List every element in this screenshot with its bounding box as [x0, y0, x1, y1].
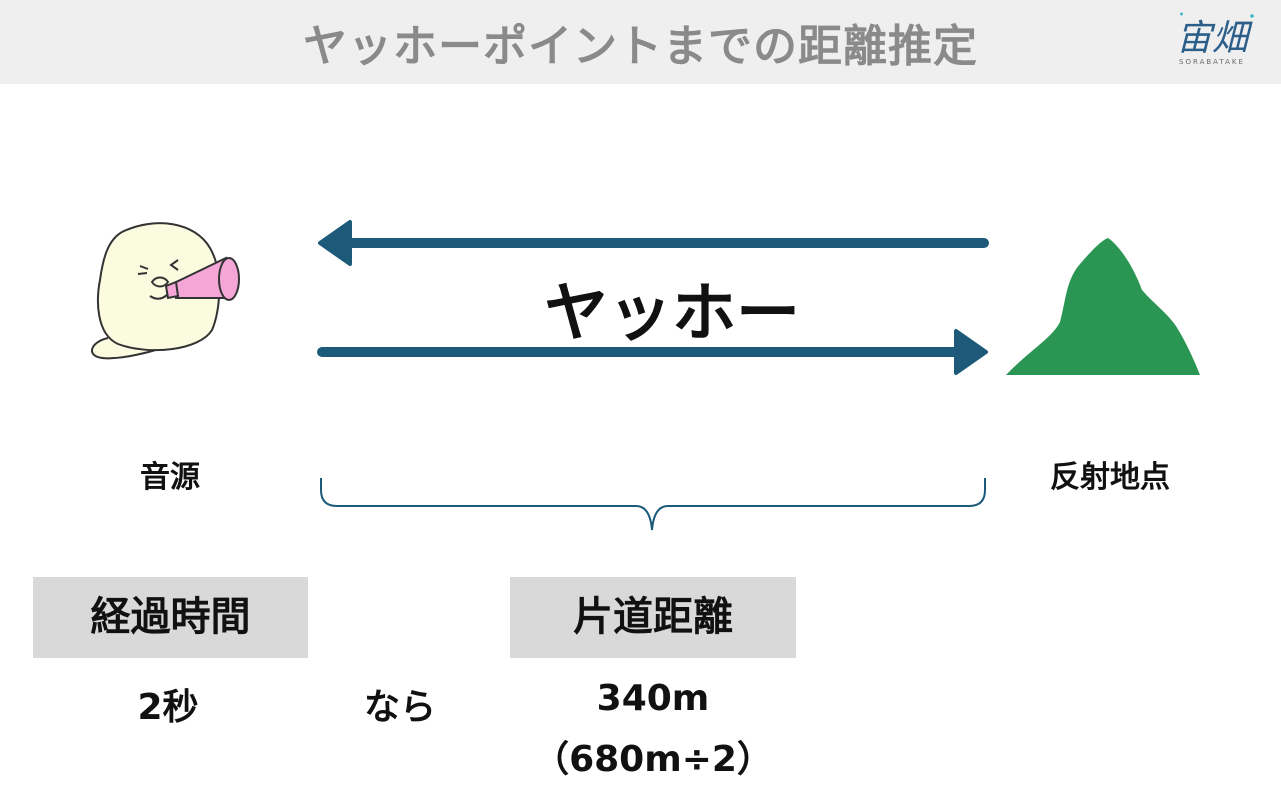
logo-sparkle-icon [1180, 12, 1183, 16]
reflection-point-label: 反射地点 [1050, 460, 1170, 495]
one-way-distance-box: 片道距離 [510, 577, 796, 658]
distance-brace [320, 478, 986, 531]
elapsed-time-box: 経過時間 [33, 577, 308, 658]
logo-subtext: SORABATAKE [1179, 58, 1245, 66]
logo-text: 宙畑 [1176, 17, 1253, 58]
shout-outgoing-arrow [317, 329, 988, 375]
one-way-distance-value: 340m [596, 678, 710, 719]
connector-text: なら [363, 687, 436, 728]
megaphone-icon [164, 256, 240, 301]
echo-return-arrow [318, 220, 989, 266]
page-title: ヤッホーポイントまでの距離推定 [303, 21, 978, 72]
distance-calculation: （680m÷2） [533, 739, 773, 780]
sound-source-label: 音源 [140, 460, 200, 495]
mountain-icon [1006, 238, 1200, 375]
shout-text: ヤッホー [544, 277, 800, 351]
logo-sparkle-icon-2 [1250, 14, 1254, 18]
sorabatake-logo: 宙畑 [1176, 12, 1254, 58]
header-bar [0, 0, 1281, 84]
elapsed-time-value: 2秒 [137, 687, 199, 728]
seal-character-icon [91, 222, 221, 360]
